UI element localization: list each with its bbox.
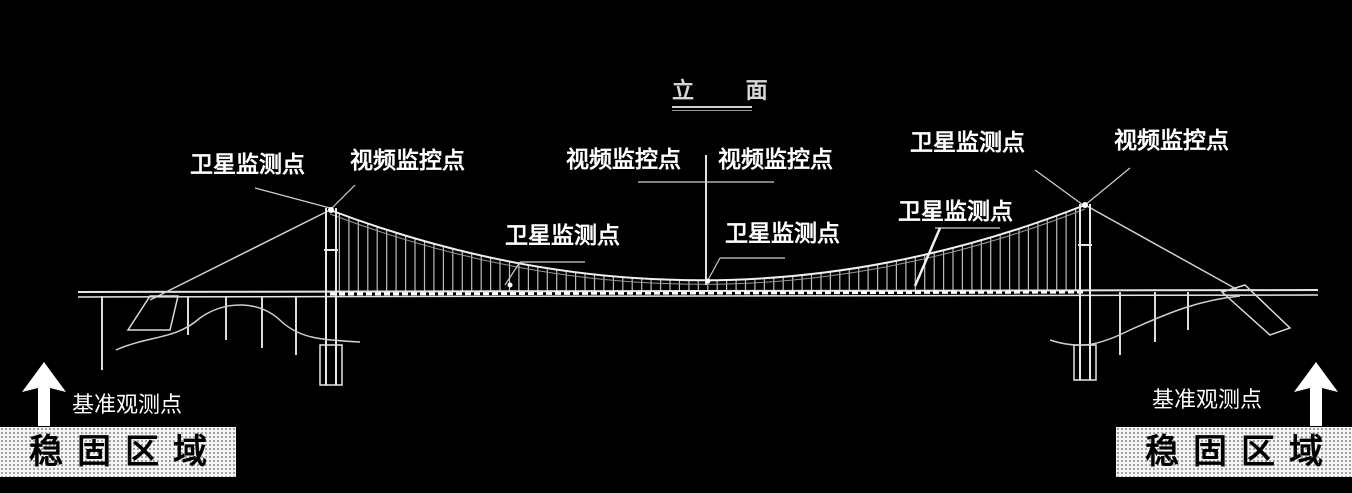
right-approach-piers <box>1119 292 1189 355</box>
right-anchor-cable <box>1084 204 1239 291</box>
stable-zone-right-label: 稳固区域 <box>1145 432 1337 472</box>
suspender-cables <box>338 208 1077 292</box>
stable-zone-left-label: 稳固区域 <box>29 432 221 472</box>
label-satellite-left-span: 卫星监测点 <box>505 223 620 249</box>
diagram-title: 立 面 <box>672 78 790 104</box>
label-reference-point-right: 基准观测点 <box>1152 388 1263 413</box>
right-tower <box>1073 204 1097 381</box>
label-satellite-right-tower: 卫星监测点 <box>910 130 1025 156</box>
label-video-right-tower: 视频监控点 <box>1114 128 1229 154</box>
main-cable-secondary <box>329 208 1086 285</box>
sat-right-span-leader <box>913 227 942 287</box>
left-tower <box>319 208 343 386</box>
monitoring-points <box>328 202 1088 288</box>
label-leader-lines <box>254 167 1131 286</box>
label-satellite-left-tower: 卫星监测点 <box>190 152 305 178</box>
label-satellite-mid-span: 卫星监测点 <box>725 221 840 247</box>
left-anchorage <box>126 295 179 331</box>
label-satellite-right-span: 卫星监测点 <box>898 199 1013 225</box>
bridge-deck <box>77 289 1319 298</box>
stable-zone-left: 稳固区域 <box>0 427 236 477</box>
label-video-left-tower: 视频监控点 <box>350 148 465 174</box>
label-reference-point-left: 基准观测点 <box>72 393 183 418</box>
arrow-up-icon <box>1294 362 1338 426</box>
title-underline <box>672 106 752 108</box>
left-approach-piers <box>101 296 297 370</box>
left-anchor-cable <box>149 209 331 301</box>
title-underline-secondary <box>672 110 752 111</box>
right-anchorage <box>1220 284 1292 336</box>
label-video-center-right: 视频监控点 <box>718 147 833 173</box>
right-terrain <box>1049 295 1241 346</box>
label-video-center-left: 视频监控点 <box>566 147 681 173</box>
stable-zone-right: 稳固区域 <box>1116 427 1352 477</box>
arrow-up-icon <box>22 362 66 426</box>
left-terrain <box>115 304 361 351</box>
